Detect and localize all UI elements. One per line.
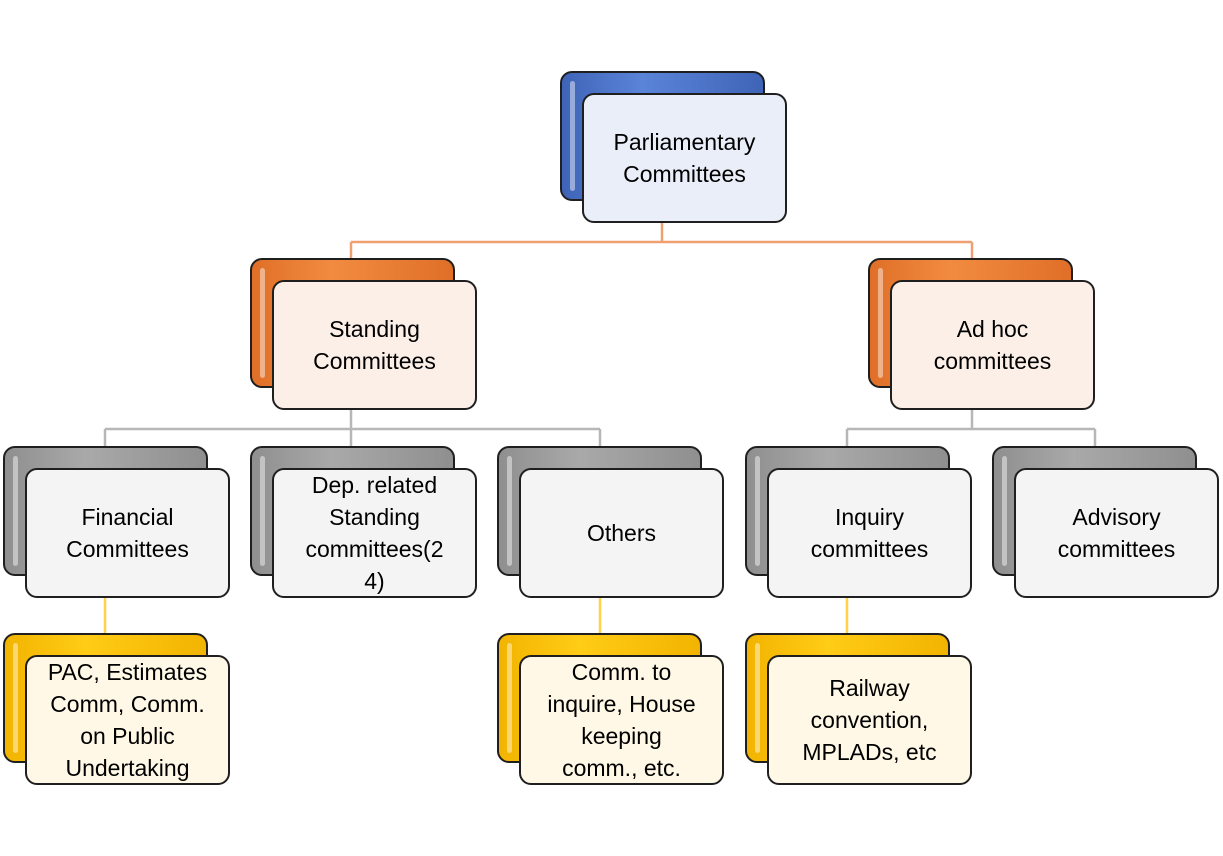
connector-level2-level3 (103, 598, 849, 634)
node-label: Parliamentary Committees (613, 129, 756, 187)
node-label: Standing Committees (313, 316, 436, 374)
node-label: Comm. to inquire, House keeping comm., e… (547, 659, 696, 781)
node-label: Advisory committees (1057, 504, 1176, 562)
node-label: Railway convention, MPLADs, etc (802, 675, 937, 765)
connector-adhoc-level2 (845, 410, 1097, 447)
node-label: Others (586, 520, 657, 546)
node-label: Inquiry committees (810, 504, 929, 562)
node-label: Financial Committees (66, 504, 189, 562)
node-label: PAC, Estimates Comm, Comm. on Public Und… (47, 659, 208, 781)
connector-standing-level2 (103, 410, 602, 447)
node-label: Ad hoc committees (933, 316, 1052, 374)
node-label: Dep. related Standing committees(2 4) (305, 472, 444, 594)
connector-root-level1 (349, 223, 974, 260)
